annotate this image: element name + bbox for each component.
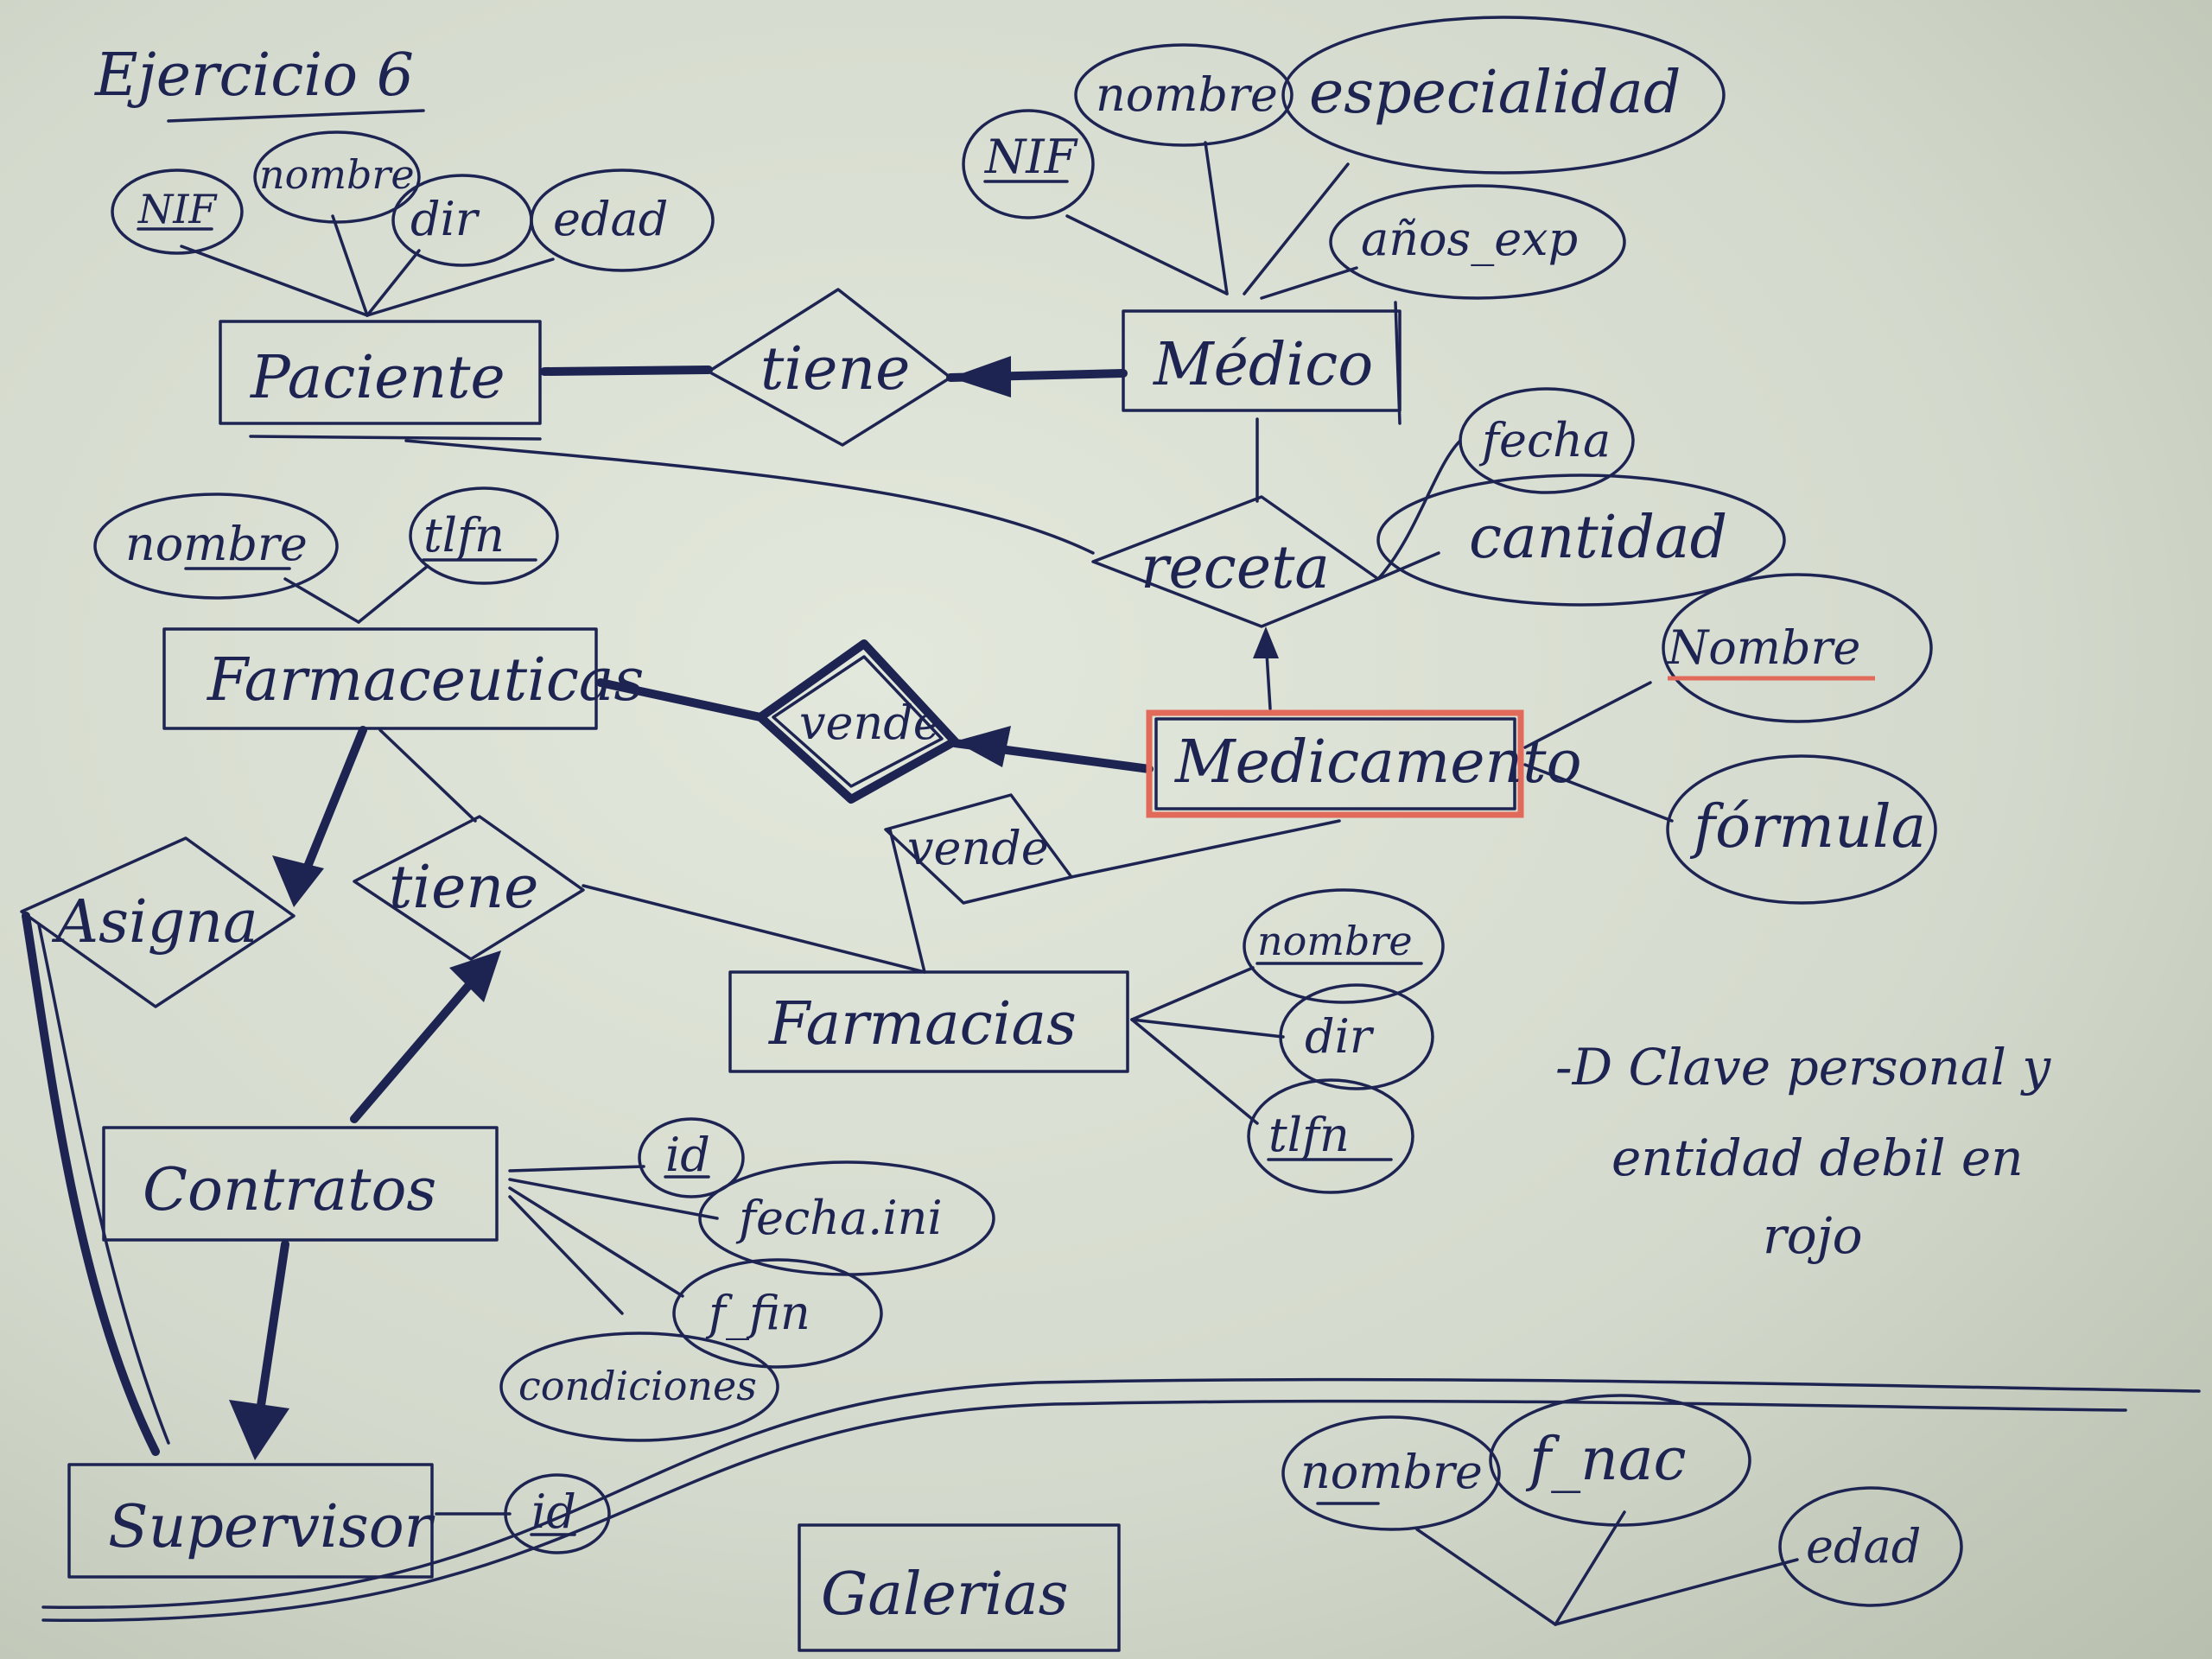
entity-label: Médico (1152, 331, 1373, 399)
attribute-farmacias-dir: dir (1279, 983, 1434, 1090)
svg-text:Asigna: Asigna (51, 888, 258, 957)
svg-text:f_fin: f_fin (705, 1286, 810, 1340)
svg-text:edad: edad (1806, 1519, 1921, 1573)
svg-text:fecha.ini: fecha.ini (735, 1191, 943, 1245)
svg-text:nombre: nombre (125, 517, 308, 571)
attribute-medico-anos-exp: años_exp (1329, 184, 1626, 300)
entity-label: Supervisor (108, 1493, 435, 1561)
attribute-medico-nombre: nombre (1074, 43, 1294, 147)
entity-label: Farmacias (767, 990, 1077, 1058)
relationship-asigna: Asigna (20, 836, 296, 1008)
relationship-receta: receta (1091, 495, 1380, 628)
svg-text:tiene: tiene (389, 854, 538, 922)
title-underline (167, 109, 425, 123)
entity-farmacias: Farmacias (728, 970, 1129, 1073)
attribute-farmaceuticas-tlfn: tlfn (409, 486, 559, 585)
svg-text:dir: dir (410, 192, 480, 246)
svg-text:edad: edad (553, 192, 668, 246)
relationship-vende-farmacias: vende (884, 793, 1073, 905)
entity-label: Paciente (249, 344, 505, 412)
attribute-receta-cantidad: cantidad (1376, 474, 1786, 607)
attribute-medico-especialidad: especialidad (1281, 16, 1726, 175)
attribute-farmacias-nombre: nombre (1243, 888, 1445, 1004)
attribute-receta-fecha: fecha (1459, 387, 1635, 494)
attribute-supervisor-id: id (504, 1473, 611, 1554)
attribute-farmacias-tlfn: tlfn (1247, 1078, 1414, 1194)
svg-text:id: id (531, 1484, 576, 1539)
entity-label: Galerias (821, 1560, 1069, 1629)
attribute-contratos-id: id (638, 1117, 745, 1198)
relationship-tiene-contratos: tiene (353, 815, 585, 961)
svg-text:tiene: tiene (760, 335, 910, 404)
attribute-lower-edad: edad (1778, 1486, 1963, 1607)
svg-text:nombre: nombre (1096, 67, 1278, 122)
legend-note: -D Clave personal y entidad debil en roj… (1555, 1038, 2051, 1265)
svg-text:condiciones: condiciones (518, 1363, 757, 1409)
svg-text:fórmula: fórmula (1689, 793, 1926, 861)
attribute-lower-f-nac: f_nac (1489, 1394, 1751, 1527)
attribute-medicamento-nombre: Nombre (1662, 573, 1933, 723)
svg-text:nombre: nombre (1300, 1445, 1483, 1499)
svg-text:f_nac: f_nac (1525, 1426, 1687, 1494)
attribute-paciente-nif: NIF (111, 168, 244, 255)
svg-text:vende: vende (799, 696, 941, 750)
title: Ejercicio 6 (93, 41, 414, 110)
svg-text:dir: dir (1305, 1009, 1375, 1064)
svg-text:tlfn: tlfn (423, 508, 505, 563)
connector-lines (22, 141, 2201, 1626)
note-line-1: -D Clave personal y (1555, 1038, 2051, 1096)
svg-text:id: id (665, 1128, 710, 1182)
svg-text:tlfn: tlfn (1268, 1108, 1350, 1162)
svg-text:nombre: nombre (1257, 918, 1413, 964)
svg-text:especialidad: especialidad (1309, 59, 1681, 127)
svg-text:nombre: nombre (259, 151, 415, 198)
attribute-contratos-fecha-ini: fecha.ini (698, 1160, 995, 1276)
entity-galerias: Galerias (798, 1523, 1121, 1652)
attribute-paciente-edad: edad (530, 168, 715, 272)
entity-supervisor: Supervisor (67, 1463, 435, 1579)
svg-text:años_exp: años_exp (1361, 212, 1578, 266)
entity-label: Contratos (143, 1156, 436, 1224)
svg-text:cantidad: cantidad (1469, 504, 1727, 572)
svg-text:fecha: fecha (1478, 413, 1611, 467)
note-line-3: rojo (1763, 1206, 1863, 1265)
relationship-tiene-paciente-medico: tiene (707, 288, 952, 447)
entity-contratos: Contratos (102, 1126, 499, 1242)
relationship-vende-farmaceuticas: vende (756, 639, 959, 804)
entity-farmaceuticas: Farmaceuticas (162, 627, 644, 730)
svg-text:NIF: NIF (137, 186, 218, 232)
attribute-paciente-nombre: nombre (253, 130, 421, 224)
attribute-medico-nif: NIF (962, 109, 1095, 219)
svg-text:NIF: NIF (983, 130, 1079, 184)
entity-medico: Médico (1122, 301, 1402, 425)
attribute-medicamento-formula: fórmula (1666, 754, 1937, 905)
attribute-farmaceuticas-nombre: nombre (93, 493, 339, 600)
entity-label: Medicamento (1173, 728, 1582, 797)
attribute-lower-nombre: nombre (1281, 1415, 1501, 1531)
note-line-2: entidad debil en (1611, 1128, 2024, 1187)
arrow-head (950, 356, 1011, 397)
attribute-contratos-f-fin: f_fin (672, 1258, 883, 1369)
entity-label: Farmaceuticas (206, 646, 644, 715)
svg-text:receta: receta (1141, 534, 1330, 602)
attribute-paciente-dir: dir (391, 174, 533, 267)
entity-medicamento: Medicamento (1146, 709, 1582, 818)
attribute-contratos-condiciones: condiciones (499, 1332, 779, 1442)
svg-text:Nombre: Nombre (1666, 620, 1860, 675)
svg-text:vende: vende (907, 821, 1049, 875)
entity-paciente: Paciente (219, 320, 542, 441)
